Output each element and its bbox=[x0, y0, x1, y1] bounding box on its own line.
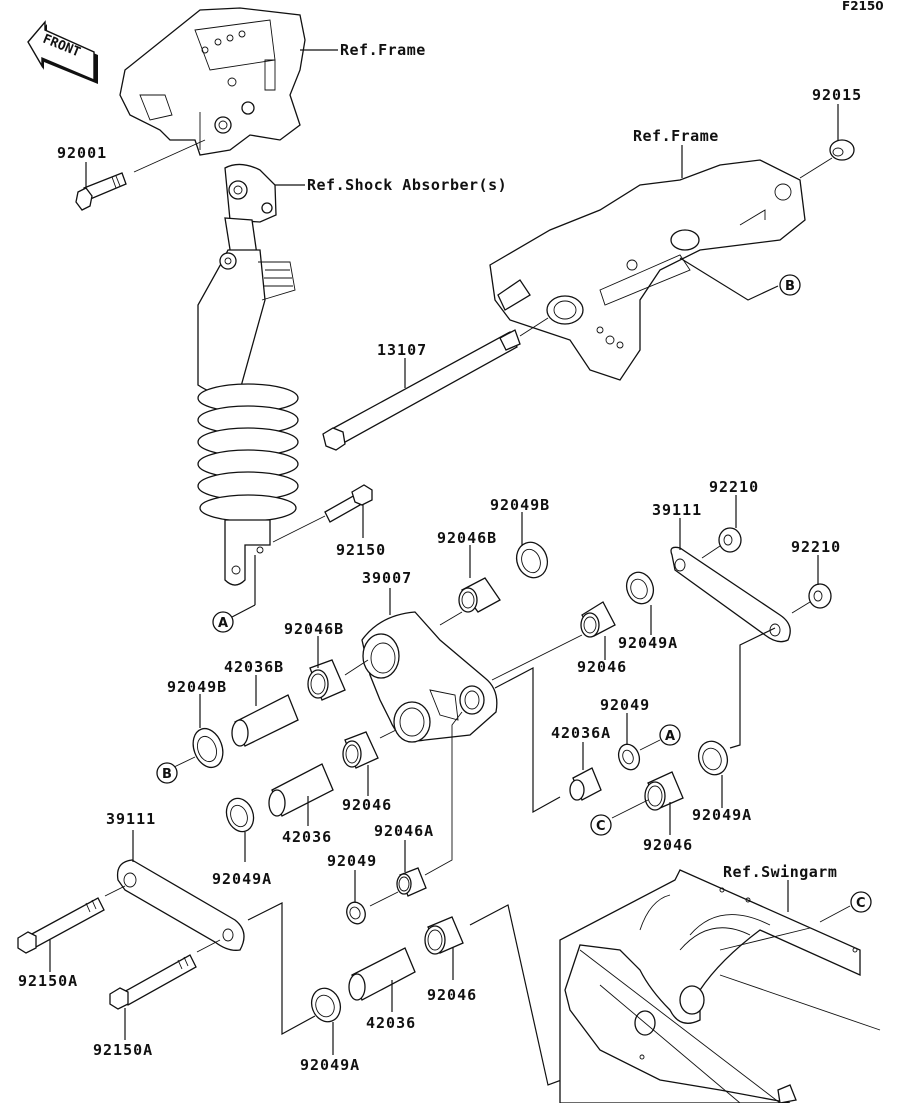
part-92150: 92150 bbox=[336, 541, 386, 559]
ref-frame-right: Ref.Frame bbox=[633, 127, 719, 145]
rocker-arm-39007-drawing bbox=[361, 611, 498, 743]
part-13107: 13107 bbox=[377, 341, 427, 359]
part-92049A-mid: 92049A bbox=[618, 634, 678, 652]
tie-rod-39111-right-drawing bbox=[670, 546, 791, 643]
part-92046B-left: 92046B bbox=[284, 620, 344, 638]
collar-42036-lower-drawing bbox=[348, 947, 416, 1001]
svg-text:A: A bbox=[218, 616, 228, 631]
part-92046-right: 92046 bbox=[643, 836, 693, 854]
front-arrow-icon: FRONT bbox=[27, 20, 98, 84]
seal-92049-lower-drawing bbox=[346, 901, 366, 925]
part-92049A-left: 92049A bbox=[212, 870, 272, 888]
collar-42036-left-drawing bbox=[268, 763, 334, 817]
part-42036-lower: 42036 bbox=[366, 1014, 416, 1032]
part-92046-left: 92046 bbox=[342, 796, 392, 814]
part-92210-b: 92210 bbox=[791, 538, 841, 556]
frame-top-drawing bbox=[119, 7, 306, 156]
bolt-92001-drawing bbox=[75, 172, 127, 211]
part-92049B-left: 92049B bbox=[167, 678, 227, 696]
seal-92049A-left-drawing bbox=[225, 797, 255, 833]
nut-92015-drawing bbox=[829, 139, 855, 161]
bearing-92046-mid-drawing bbox=[580, 601, 616, 638]
bolt-92150-drawing bbox=[324, 484, 373, 523]
part-92210-a: 92210 bbox=[709, 478, 759, 496]
shock-absorber-drawing bbox=[197, 163, 299, 586]
bearing-92046A-drawing bbox=[396, 867, 427, 897]
callout-c-right: C bbox=[850, 891, 872, 913]
tie-rod-39111-left-drawing bbox=[116, 859, 245, 951]
seal-92049A-right-drawing bbox=[697, 740, 729, 776]
part-92150A-a: 92150A bbox=[18, 972, 78, 990]
part-92049A-lower: 92049A bbox=[300, 1056, 360, 1074]
bolt-92150A-a-drawing bbox=[17, 897, 105, 954]
part-92046B-top: 92046B bbox=[437, 529, 497, 547]
bearing-92046-right-drawing bbox=[644, 771, 684, 811]
part-39007: 39007 bbox=[362, 569, 412, 587]
seal-92049-right-drawing bbox=[617, 743, 641, 771]
callout-b-right: B bbox=[779, 274, 801, 296]
part-92049A-right: 92049A bbox=[692, 806, 752, 824]
seal-92049A-mid-drawing bbox=[625, 571, 655, 605]
frame-right-drawing bbox=[489, 159, 806, 381]
diagram-code: F2150 bbox=[842, 0, 884, 13]
part-39111-left: 39111 bbox=[106, 810, 156, 828]
part-92049B-top: 92049B bbox=[490, 496, 550, 514]
callout-c-left: C bbox=[590, 814, 612, 836]
collar-42036A-drawing bbox=[569, 767, 602, 801]
seal-92049B-left-drawing bbox=[192, 727, 224, 769]
part-92046-mid: 92046 bbox=[577, 658, 627, 676]
bearing-92046-left-drawing bbox=[342, 731, 379, 769]
ref-swingarm: Ref.Swingarm bbox=[723, 863, 837, 881]
nut-92210-a-drawing bbox=[718, 527, 742, 553]
bolt-92150A-b-drawing bbox=[109, 954, 197, 1010]
part-92046-lower: 92046 bbox=[427, 986, 477, 1004]
bearing-92046B-left-drawing bbox=[307, 659, 346, 701]
svg-text:B: B bbox=[785, 279, 795, 294]
part-92015: 92015 bbox=[812, 86, 862, 104]
part-92046A: 92046A bbox=[374, 822, 434, 840]
part-92049-right: 92049 bbox=[600, 696, 650, 714]
part-92049-lower: 92049 bbox=[327, 852, 377, 870]
svg-text:C: C bbox=[856, 896, 866, 911]
part-42036-left: 42036 bbox=[282, 828, 332, 846]
shaft-13107-drawing bbox=[322, 329, 521, 451]
part-42036B: 42036B bbox=[224, 658, 284, 676]
callout-a-right: A bbox=[659, 724, 681, 746]
seal-92049A-lower-drawing bbox=[310, 987, 342, 1023]
svg-text:C: C bbox=[596, 819, 606, 834]
callout-a-left: A bbox=[212, 611, 234, 633]
ref-frame-top: Ref.Frame bbox=[340, 41, 426, 59]
svg-text:B: B bbox=[162, 767, 172, 782]
ref-shock-absorber: Ref.Shock Absorber(s) bbox=[307, 176, 507, 194]
collar-42036B-drawing bbox=[231, 694, 299, 747]
swingarm-drawing bbox=[559, 869, 881, 1103]
bearing-92046-lower-drawing bbox=[424, 916, 464, 955]
part-39111-right: 39111 bbox=[652, 501, 702, 519]
part-92001: 92001 bbox=[57, 144, 107, 162]
bearing-92046B-top-drawing bbox=[458, 577, 501, 613]
seal-92049B-top-drawing bbox=[515, 541, 549, 579]
svg-text:A: A bbox=[665, 729, 675, 744]
callout-b-left: B bbox=[156, 762, 178, 784]
part-92150A-b: 92150A bbox=[93, 1041, 153, 1059]
part-42036A: 42036A bbox=[551, 724, 611, 742]
nut-92210-b-drawing bbox=[808, 583, 832, 609]
